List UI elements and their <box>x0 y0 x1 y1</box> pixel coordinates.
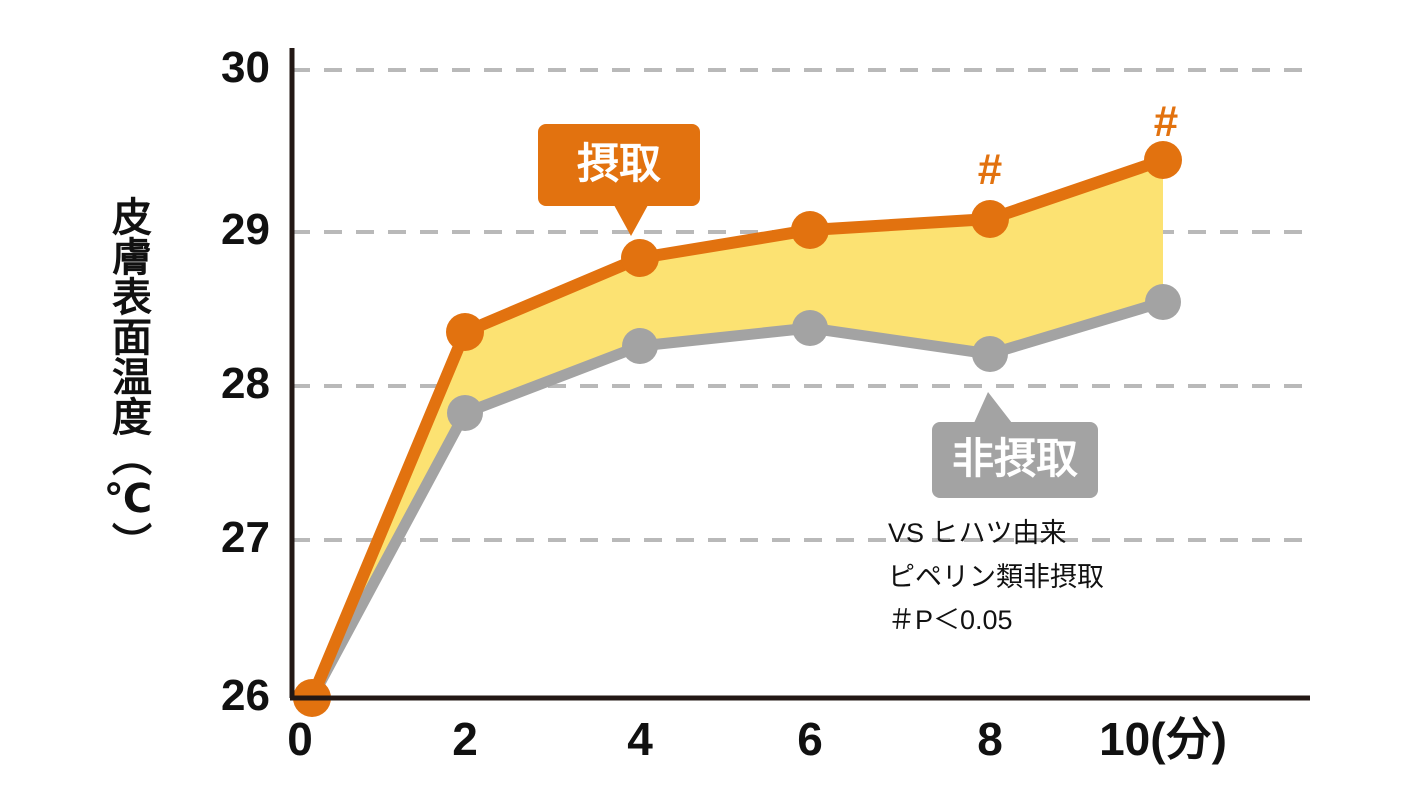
x-tick-10: 10(分) <box>1099 713 1227 765</box>
data-point-intake-2 <box>446 313 484 351</box>
y-axis-title: 皮膚表面温度（℃） <box>106 196 150 562</box>
series-line-intake <box>306 154 1169 704</box>
legend-callout-intake-label: 摂取 <box>576 139 661 187</box>
statistical-note: VS ヒハツ由来 ピペリン類非摂取 ＃P＜0.05 <box>888 512 1104 643</box>
note-line-3: ＃P＜0.05 <box>888 605 1013 636</box>
data-point-intake-6 <box>791 211 829 249</box>
data-point-nonintake-6 <box>792 310 828 346</box>
callout-tail-icon <box>614 205 648 236</box>
data-point-intake-10 <box>1144 141 1182 179</box>
legend-callout-nonintake[interactable]: 非摂取 <box>932 392 1098 498</box>
x-tick-8: 8 <box>977 713 1003 765</box>
note-line-2: ピペリン類非摂取 <box>888 561 1104 592</box>
y-tick-27: 27 <box>221 513 270 562</box>
note-line-1: VS ヒハツ由来 <box>888 518 1067 548</box>
x-tick-6: 6 <box>797 713 823 765</box>
y-tick-28: 28 <box>221 359 270 408</box>
callout-tail-icon <box>974 392 1012 423</box>
data-point-nonintake-4 <box>622 328 658 364</box>
series-line-nonintake <box>306 296 1169 704</box>
y-tick-29: 29 <box>221 205 270 254</box>
legend-callout-intake[interactable]: 摂取 <box>538 124 700 236</box>
legend-callout-nonintake-label: 非摂取 <box>951 434 1078 482</box>
data-point-nonintake-2 <box>447 395 483 431</box>
series-markers-nonintake <box>447 284 1181 431</box>
significance-marker-8: # <box>977 145 1003 194</box>
data-point-nonintake-8 <box>972 336 1008 372</box>
x-tick-4: 4 <box>627 713 653 765</box>
series-difference-band <box>312 160 1163 698</box>
significance-marker-10: # <box>1153 97 1179 146</box>
data-point-intake-8 <box>971 200 1009 238</box>
y-tick-30: 30 <box>221 43 270 92</box>
x-tick-2: 2 <box>452 713 478 765</box>
y-axis-tick-labels: 30 29 28 27 26 <box>180 0 270 800</box>
data-point-intake-4 <box>621 239 659 277</box>
y-tick-26: 26 <box>221 671 270 720</box>
x-tick-0: 0 <box>287 713 313 765</box>
data-point-nonintake-10 <box>1145 284 1181 320</box>
